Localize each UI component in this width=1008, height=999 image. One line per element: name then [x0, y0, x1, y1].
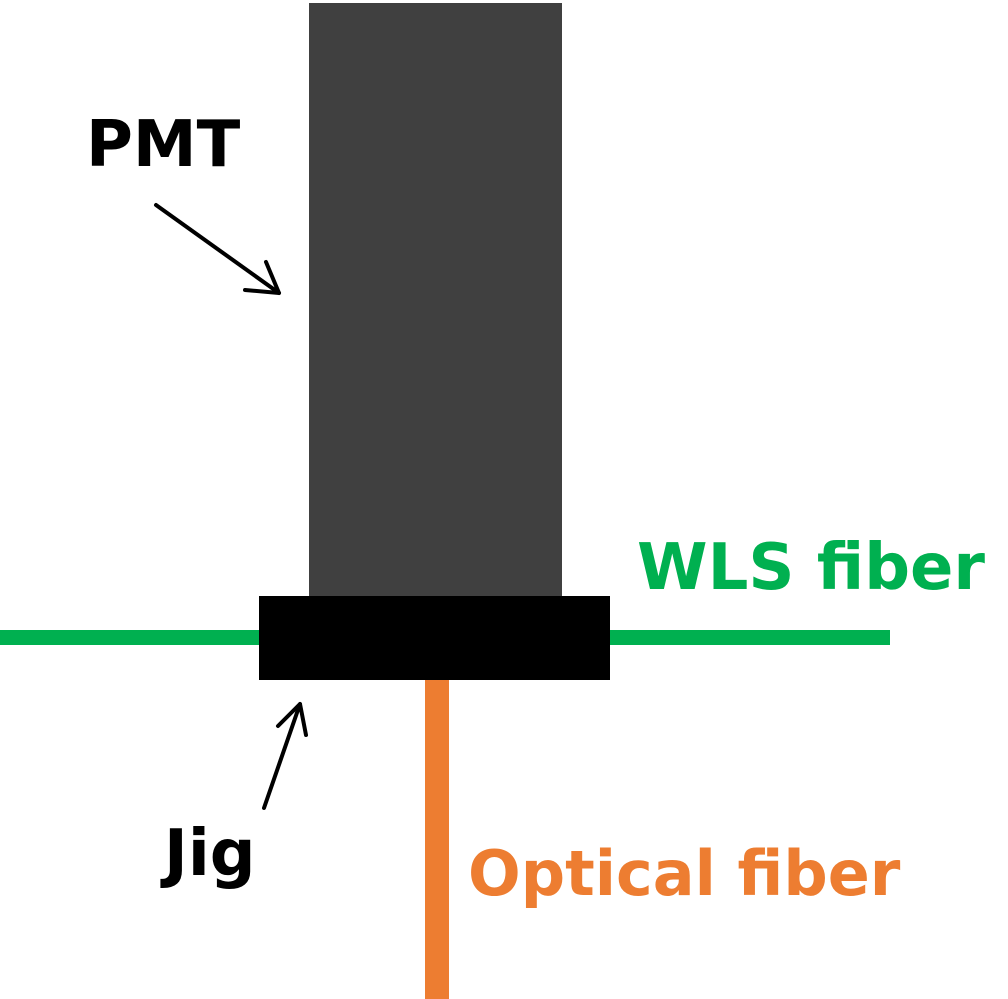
optical-fiber-label: Optical fiber — [468, 837, 901, 910]
pmt-arrow — [154, 203, 281, 295]
jig-label: Jig — [160, 817, 256, 891]
wls-fiber-label: WLS fiber — [637, 531, 985, 605]
jig-arrow — [262, 702, 308, 810]
pmt-label: PMT — [86, 108, 241, 182]
optical-fiber-line — [425, 678, 449, 999]
pmt-body — [309, 3, 562, 600]
jig-block — [259, 596, 610, 680]
